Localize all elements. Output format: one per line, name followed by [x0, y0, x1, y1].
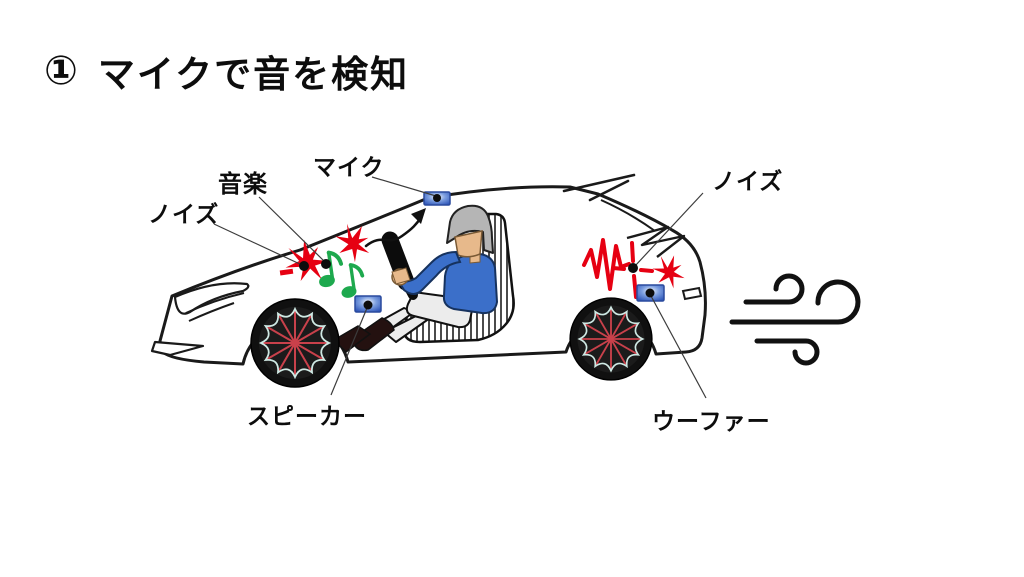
noise-spark-front-icon [279, 217, 379, 286]
dot-music [321, 259, 331, 269]
arrow-to-mic-icon [364, 208, 426, 248]
label-noise-front: ノイズ [148, 201, 220, 227]
headlight [173, 282, 250, 322]
noise-waveform-icon [582, 238, 631, 291]
dot-woofer [645, 288, 655, 298]
label-mic: マイク [313, 154, 385, 180]
driver-torso [442, 253, 499, 315]
driver-hair [446, 204, 494, 254]
wind-icon [729, 273, 861, 366]
leader-woofer [650, 295, 707, 399]
leader-speaker [330, 307, 368, 396]
dot-mic [433, 194, 441, 202]
driver-hand [391, 267, 411, 286]
dot-noise-front [299, 261, 309, 271]
anchor-dots [299, 194, 655, 310]
front-wheel [250, 298, 340, 388]
leader-music [258, 196, 326, 263]
label-speaker: スピーカー [247, 403, 367, 429]
rear-reflector [681, 286, 703, 301]
label-music: 音楽 [218, 171, 268, 198]
leader-noise-rear [634, 192, 704, 267]
front-bumper-lip [150, 340, 205, 357]
label-noise-rear: ノイズ [712, 168, 784, 194]
taillight [626, 225, 686, 258]
driver [332, 204, 515, 353]
rear-hatch-line [600, 199, 656, 232]
circled-one-icon: ① [44, 49, 80, 93]
leader-lines [213, 176, 707, 399]
rear-spoiler [562, 173, 636, 202]
leader-mic [371, 176, 437, 197]
page-title-text: マイクで音を検知 [97, 54, 410, 95]
driver-face [454, 230, 483, 258]
driver-shoes [332, 317, 395, 353]
music-notes-icon [319, 250, 365, 298]
rear-wheel [569, 297, 653, 381]
noise-spark-rear-icon [611, 241, 690, 299]
dot-noise-rear [628, 263, 638, 273]
page-title: ① マイクで音を検知 [44, 44, 409, 98]
label-woofer: ウーファー [652, 408, 771, 434]
dot-speaker [363, 300, 373, 310]
leader-noise-front [213, 223, 303, 266]
